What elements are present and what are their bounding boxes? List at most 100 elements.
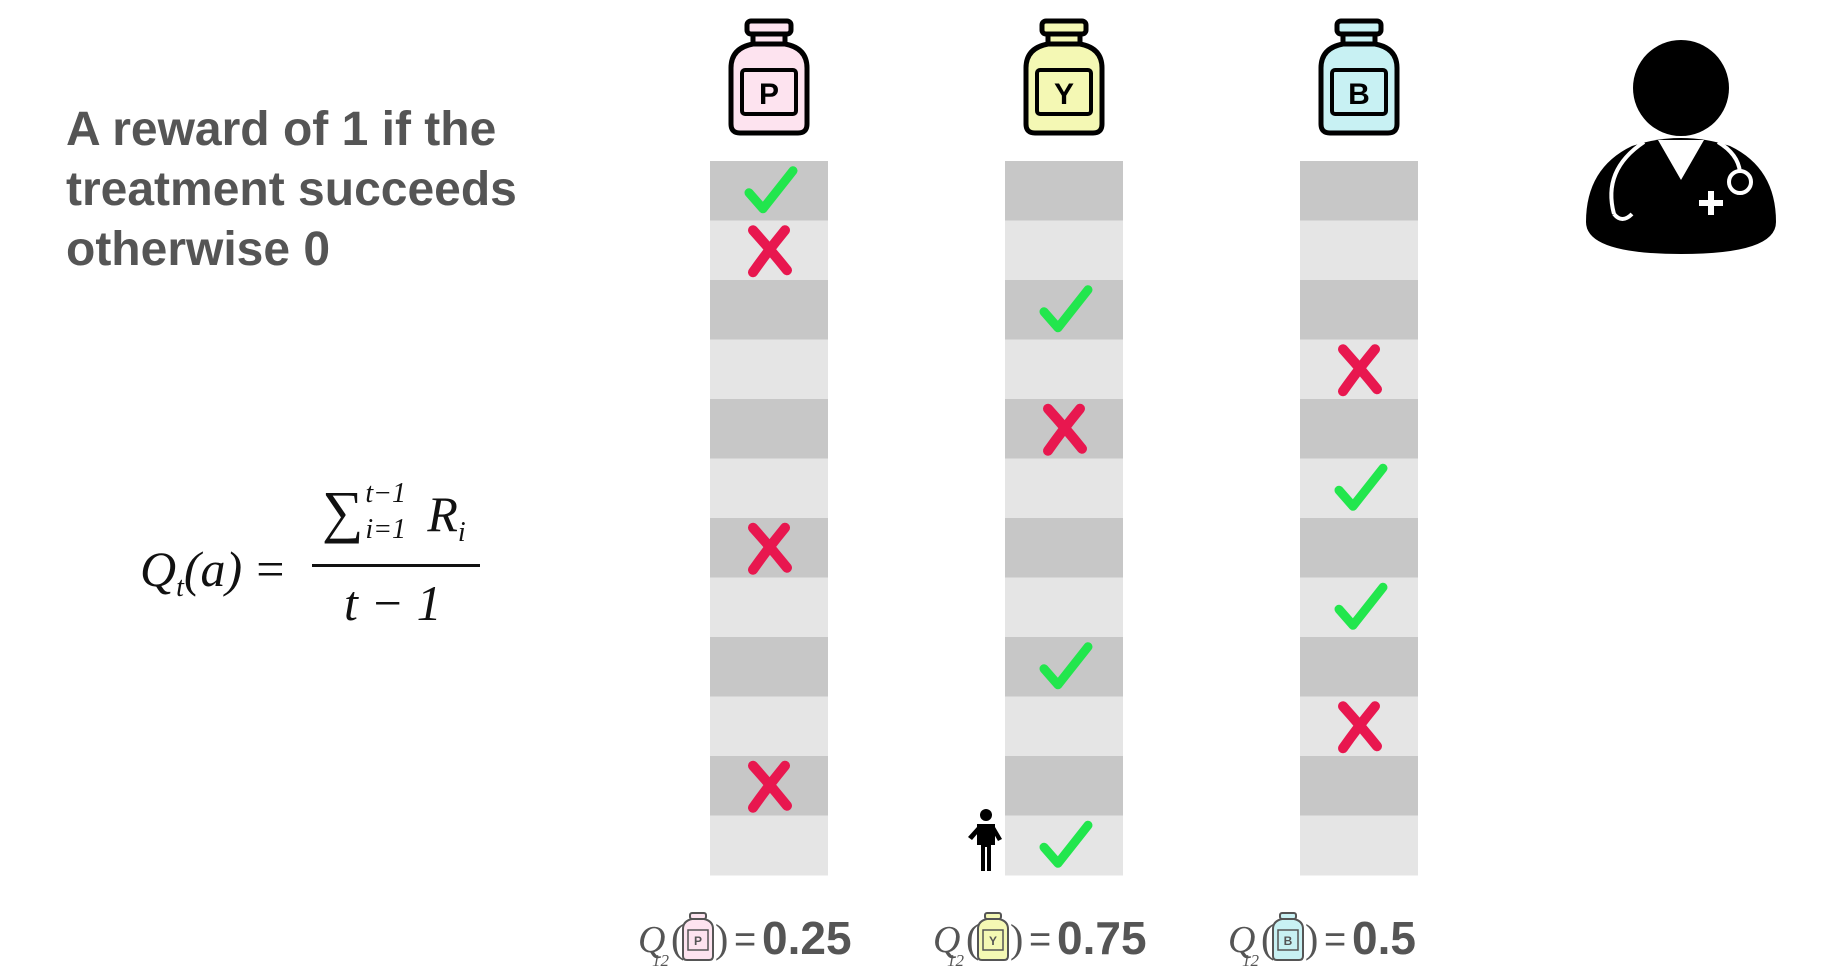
cross-icon (1338, 701, 1382, 754)
trial-row (710, 458, 828, 519)
q-symbol: Q (638, 919, 665, 961)
small-bottle-icon: B (1272, 912, 1304, 961)
sum-upper: t−1 (365, 478, 407, 509)
trial-row (1300, 815, 1418, 876)
trial-row (1005, 756, 1123, 816)
treatment-column-p: P (710, 18, 828, 876)
q-value-p: Q12( P)=0.25 (638, 912, 852, 970)
medicine-bottle-icon: Y (1023, 18, 1105, 136)
trial-row (710, 399, 828, 459)
trial-row (1300, 220, 1418, 281)
trial-row (710, 815, 828, 876)
paren-open: ( (671, 916, 684, 961)
cross-icon (1043, 403, 1087, 456)
q-equals: = (1324, 919, 1346, 961)
trial-row (1300, 518, 1418, 578)
q-value-number: 0.75 (1057, 912, 1147, 964)
trial-row (710, 280, 828, 340)
fraction-bar (312, 564, 480, 567)
trial-row (1005, 577, 1123, 638)
reward-term: Ri (427, 486, 465, 548)
q-symbol: Q (933, 919, 960, 961)
cross-icon (1338, 344, 1382, 397)
paren-close: ) (1010, 916, 1023, 961)
trial-row (1300, 756, 1418, 816)
trial-row (1005, 220, 1123, 281)
trial-row (1300, 399, 1418, 459)
trial-row (1005, 815, 1123, 876)
medicine-bottle-icon: P (728, 18, 810, 136)
check-icon (1039, 642, 1093, 690)
q-value-number: 0.5 (1352, 912, 1416, 964)
formula-t-sub: t (176, 572, 184, 603)
small-bottle-label: P (694, 934, 702, 948)
reward-line-3: otherwise 0 (66, 223, 331, 276)
trial-row (1005, 696, 1123, 757)
treatment-column-y: Y (1005, 18, 1123, 876)
reward-description: A reward of 1 if the treatment succeeds … (66, 100, 606, 280)
trial-row (710, 637, 828, 697)
q-value-b: Q12( B)=0.5 (1228, 912, 1416, 970)
reward-r-sub: i (457, 517, 466, 548)
q-subscript: 12 (1242, 951, 1260, 970)
paren-open: ( (1261, 916, 1274, 961)
trial-row (710, 339, 828, 400)
paren-close: ) (715, 916, 728, 961)
small-bottle-label: B (1284, 934, 1293, 948)
reward-r: R (427, 486, 458, 542)
trial-row (1300, 458, 1418, 519)
cross-icon (748, 760, 792, 813)
q-subscript: 12 (652, 951, 670, 970)
trial-row (710, 696, 828, 757)
cross-icon (748, 225, 792, 278)
q-equals: = (1029, 919, 1051, 961)
small-bottle-icon: Y (977, 912, 1009, 961)
medicine-bottle-icon: B (1318, 18, 1400, 136)
paren-close: ) (1305, 916, 1318, 961)
trial-row (1005, 518, 1123, 578)
trial-row (1300, 577, 1418, 638)
doctor-icon (1586, 40, 1776, 254)
sigma-symbol: ∑ (322, 479, 364, 544)
check-icon (1039, 820, 1093, 868)
q-equals: = (734, 919, 756, 961)
check-icon (1039, 285, 1093, 333)
formula-equals: = (256, 541, 285, 597)
denominator-text: t − 1 (344, 575, 442, 631)
q-subscript: 12 (947, 951, 965, 970)
trial-row (1005, 161, 1123, 221)
reward-line-2: treatment succeeds (66, 163, 517, 216)
trial-row (1005, 339, 1123, 400)
trial-row (710, 577, 828, 638)
q-symbol: Q (1228, 919, 1255, 961)
trial-row (1300, 280, 1418, 340)
formula-denominator: t − 1 (344, 574, 442, 632)
trial-row (1005, 280, 1123, 340)
reward-line-1: A reward of 1 if the (66, 103, 497, 156)
formula-q: Q (140, 541, 177, 597)
formula-lhs: Qt(a)= (140, 540, 284, 604)
sum-lower: i=1 (365, 514, 407, 545)
treatment-column-b: B (1300, 18, 1418, 876)
formula-arg: (a) (183, 541, 243, 597)
q-value-y: Q12( Y)=0.75 (933, 912, 1147, 970)
paren-open: ( (966, 916, 979, 961)
q-value-number: 0.25 (762, 912, 852, 964)
bottle-label: Y (1054, 78, 1074, 111)
small-bottle-label: Y (989, 934, 997, 948)
trial-row (1005, 458, 1123, 519)
check-icon (744, 166, 798, 214)
trial-row (1005, 637, 1123, 697)
check-icon (1334, 463, 1388, 511)
trial-row (1300, 161, 1418, 221)
trial-row (1300, 637, 1418, 697)
bottle-label: P (759, 78, 779, 111)
cross-icon (748, 522, 792, 575)
trial-row (710, 161, 828, 221)
check-icon (1334, 582, 1388, 630)
patient-icon (968, 809, 1002, 871)
